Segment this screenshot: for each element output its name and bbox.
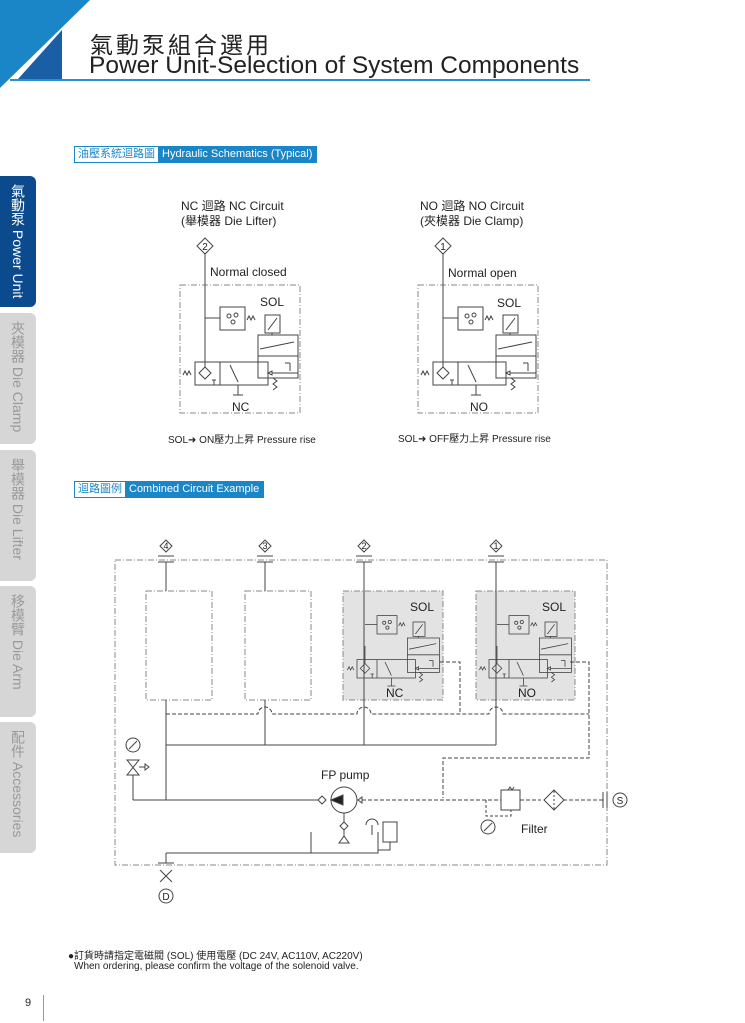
combined-no-label: NO bbox=[518, 686, 536, 700]
port-1-label: 1 bbox=[493, 541, 498, 551]
no-state: Normal open bbox=[448, 266, 517, 280]
page-number-divider bbox=[43, 995, 44, 1021]
port-3-label: 3 bbox=[262, 541, 267, 551]
port-2-label: 2 bbox=[361, 541, 366, 551]
footer-note-cn: ●訂貨時請指定電磁閥 (SOL) 使用電壓 (DC 24V, AC110V, A… bbox=[68, 951, 363, 962]
no-sol-label: SOL bbox=[497, 296, 522, 310]
nc-state: Normal closed bbox=[210, 265, 287, 279]
pump-label: FP pump bbox=[321, 768, 370, 782]
filter-label: Filter bbox=[521, 822, 548, 836]
page-title-cn: 氣動泵組合選用 bbox=[90, 32, 272, 58]
page-title-en: Power Unit-Selection of System Component… bbox=[89, 52, 580, 79]
side-tab-die-lifter[interactable]: 舉模器 Die Lifter bbox=[0, 450, 36, 581]
nc-title: NC 迴路 NC Circuit bbox=[181, 199, 284, 213]
title-rule bbox=[10, 79, 590, 81]
nc-type-label: NC bbox=[232, 400, 250, 414]
drain-port-label: D bbox=[162, 892, 169, 903]
footer-note-en: When ordering, please confirm the voltag… bbox=[74, 961, 359, 972]
combined-nc-label: NC bbox=[386, 686, 404, 700]
nc-sol-label: SOL bbox=[260, 295, 285, 309]
header-corner-graphic bbox=[0, 0, 90, 88]
no-title: NO 迴路 NO Circuit bbox=[420, 199, 525, 213]
side-tab-power-unit[interactable]: 氣動泵 Power Unit bbox=[0, 176, 36, 307]
combined-nc-sol-label: SOL bbox=[410, 600, 434, 614]
side-tab-die-arm[interactable]: 移模臂 Die Arm bbox=[0, 586, 36, 717]
nc-subtitle: (舉模器 Die Lifter) bbox=[181, 214, 277, 228]
page-number: 9 bbox=[25, 997, 32, 1009]
no-caption: SOL➜ OFF壓力上昇 Pressure rise bbox=[398, 434, 551, 445]
combined-no-sol-label: SOL bbox=[542, 600, 566, 614]
nc-port-label: 2 bbox=[202, 242, 208, 253]
side-tab-die-clamp[interactable]: 夾模器 Die Clamp bbox=[0, 313, 36, 444]
no-port-label: 1 bbox=[440, 242, 446, 253]
supply-port-label: S bbox=[617, 796, 624, 807]
nc-caption: SOL➜ ON壓力上昇 Pressure rise bbox=[168, 435, 316, 446]
no-type-label: NO bbox=[470, 400, 488, 414]
side-tab-accessories[interactable]: 配件 Accessories bbox=[0, 722, 36, 853]
port-4-label: 4 bbox=[163, 541, 168, 551]
no-subtitle: (夾模器 Die Clamp) bbox=[420, 214, 524, 228]
